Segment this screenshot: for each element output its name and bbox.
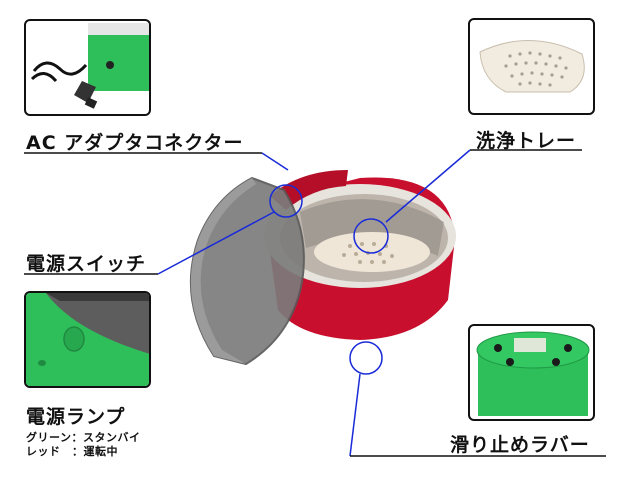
label-cleaning-tray: 洗浄トレー	[476, 130, 577, 152]
label-adapter-connector: AC アダプタコネクター	[26, 132, 244, 154]
inset-power-lamp	[24, 291, 151, 388]
label-lamp-green-standby: グリーン：スタンバイ	[26, 431, 141, 444]
power-lamp-illustration	[26, 293, 149, 386]
adapter-connector-illustration	[30, 23, 149, 109]
rubber-feet-illustration	[476, 331, 590, 416]
inset-cleaning-tray	[468, 18, 595, 115]
cleaning-tray-illustration	[479, 40, 585, 93]
label-power-switch: 電源スイッチ	[26, 253, 147, 275]
inset-adapter-connector	[24, 19, 151, 116]
label-rubber-feet: 滑り止めラバー	[450, 434, 590, 456]
label-power-lamp: 電源ランプ	[26, 406, 126, 428]
label-lamp-red-running: レッド ：運転中	[26, 445, 118, 458]
inset-rubber-feet	[468, 324, 595, 421]
